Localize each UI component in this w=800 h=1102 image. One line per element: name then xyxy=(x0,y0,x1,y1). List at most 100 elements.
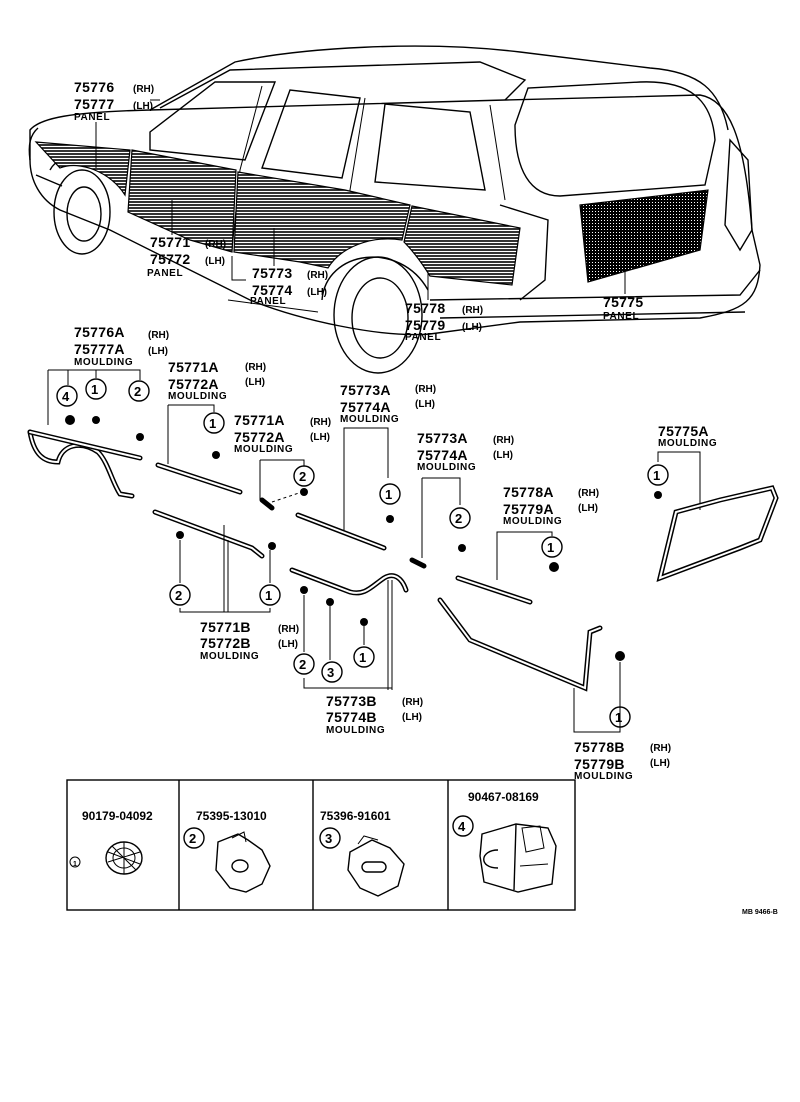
callout-1: 1 xyxy=(541,536,563,558)
svg-text:75396-91601: 75396-91601 xyxy=(320,809,391,823)
svg-text:75778A: 75778A xyxy=(503,484,554,500)
panel-label-75778: 75778 (RH) 75779 (LH) PANEL xyxy=(405,272,483,343)
svg-text:75778B: 75778B xyxy=(574,739,625,755)
svg-text:75775: 75775 xyxy=(603,294,643,310)
callout-3: 3 xyxy=(321,661,343,683)
clip-grommet-icon xyxy=(105,841,143,875)
svg-text:90179-04092: 90179-04092 xyxy=(82,809,153,823)
svg-text:(RH): (RH) xyxy=(415,384,436,395)
svg-text:MOULDING: MOULDING xyxy=(326,725,385,736)
moulding-75778b: 75778B (RH) 75779B (LH) MOULDING xyxy=(437,597,671,782)
svg-text:(RH): (RH) xyxy=(133,84,154,95)
svg-text:75776: 75776 xyxy=(74,79,114,95)
svg-text:75776A: 75776A xyxy=(74,324,125,340)
svg-text:MOULDING: MOULDING xyxy=(340,414,399,425)
svg-text:MOULDING: MOULDING xyxy=(168,391,227,402)
fastener-cell-1: 90179-04092 1 xyxy=(69,809,153,875)
svg-text:(RH): (RH) xyxy=(578,488,599,499)
callout-4: 4 xyxy=(56,385,78,407)
svg-text:(RH): (RH) xyxy=(307,270,328,281)
svg-text:MOULDING: MOULDING xyxy=(234,444,293,455)
fastener-cell-3: 75396-91601 3 xyxy=(319,809,405,897)
svg-text:75773B: 75773B xyxy=(326,693,377,709)
diagram-reference-code: MB 9466-B xyxy=(742,909,778,916)
svg-text:MOULDING: MOULDING xyxy=(503,516,562,527)
svg-text:(LH): (LH) xyxy=(650,758,670,769)
callout-2: 2 xyxy=(449,507,471,529)
callout-1: 1 xyxy=(259,584,281,606)
svg-text:1: 1 xyxy=(547,540,554,555)
svg-text:(LH): (LH) xyxy=(402,712,422,723)
callout-2: 2 xyxy=(169,584,191,606)
svg-text:(LH): (LH) xyxy=(415,399,435,410)
moulding-75773a-upper: 75773A (RH) 75774A (LH) MOULDING xyxy=(295,382,436,551)
svg-text:75771A: 75771A xyxy=(234,412,285,428)
callout-1: 1 xyxy=(353,646,375,668)
moulding-75778a: 75778A (RH) 75779A (LH) MOULDING xyxy=(455,484,599,605)
callout-2: 2 xyxy=(293,465,315,487)
svg-text:MOULDING: MOULDING xyxy=(200,651,259,662)
svg-text:75771A: 75771A xyxy=(168,359,219,375)
svg-text:75779A: 75779A xyxy=(503,501,554,517)
callout-1: 1 xyxy=(609,706,631,728)
svg-text:(LH): (LH) xyxy=(493,450,513,461)
callout-2: 2 xyxy=(293,653,315,675)
svg-text:(LH): (LH) xyxy=(307,287,327,298)
callout-1: 1 xyxy=(203,412,225,434)
svg-text:(LH): (LH) xyxy=(133,101,153,112)
svg-text:(RH): (RH) xyxy=(278,624,299,635)
svg-text:2: 2 xyxy=(455,511,462,526)
moulding-75776a: 75776A (RH) 75777A (LH) MOULDING xyxy=(27,324,169,499)
svg-text:(RH): (RH) xyxy=(148,330,169,341)
svg-text:75778: 75778 xyxy=(405,300,445,316)
svg-text:(RH): (RH) xyxy=(402,697,423,708)
callout-1: 1 xyxy=(647,464,669,486)
svg-text:(LH): (LH) xyxy=(278,639,298,650)
svg-text:75772A: 75772A xyxy=(168,376,219,392)
moulding-75771b: 75771B (RH) 75772B (LH) MOULDING xyxy=(152,509,299,662)
callout-2: 2 xyxy=(128,380,150,402)
svg-text:2: 2 xyxy=(189,831,196,846)
svg-text:75773: 75773 xyxy=(252,265,292,281)
station-wagon-illustration xyxy=(28,45,761,374)
svg-text:(RH): (RH) xyxy=(493,435,514,446)
svg-text:(LH): (LH) xyxy=(462,322,482,333)
svg-text:75777A: 75777A xyxy=(74,341,125,357)
fastener-table: 90179-04092 1 75395-13010 2 75396-91601 … xyxy=(66,779,576,911)
svg-text:1: 1 xyxy=(209,416,216,431)
callout-1: 1 xyxy=(379,483,401,505)
fastener-cell-4: 90467-08169 4 xyxy=(452,790,557,893)
panel-label-75776: 75776 (RH) 75777 (LH) PANEL xyxy=(74,79,160,168)
svg-text:75773A: 75773A xyxy=(417,430,468,446)
svg-text:(RH): (RH) xyxy=(245,362,266,373)
svg-text:PANEL: PANEL xyxy=(147,268,183,279)
svg-text:4: 4 xyxy=(62,389,70,404)
moulding-75771a-upper: 75771A (RH) 75772A (LH) MOULDING xyxy=(155,359,266,495)
svg-text:1: 1 xyxy=(359,650,366,665)
panel-label-75771: 75771 (RH) 75772 (LH) PANEL xyxy=(147,200,226,279)
svg-text:(RH): (RH) xyxy=(310,417,331,428)
callout-circles: 4 1 2 1 2 1 2 1 1 2 1 2 3 1 1 xyxy=(56,378,669,728)
fastener-cell-2: 75395-13010 2 xyxy=(183,809,271,893)
svg-text:MOULDING: MOULDING xyxy=(658,438,717,449)
svg-text:75779: 75779 xyxy=(405,317,445,333)
svg-text:75395-13010: 75395-13010 xyxy=(196,809,267,823)
svg-text:75771B: 75771B xyxy=(200,619,251,635)
svg-text:4: 4 xyxy=(458,819,466,834)
svg-text:75774: 75774 xyxy=(252,282,292,298)
callout-1: 1 xyxy=(85,378,107,400)
retainer-clip-icon xyxy=(347,835,405,897)
svg-text:MOULDING: MOULDING xyxy=(74,357,133,368)
nut-clip-icon xyxy=(215,831,271,893)
svg-text:75774A: 75774A xyxy=(417,447,468,463)
svg-text:(LH): (LH) xyxy=(205,256,225,267)
svg-text:75772A: 75772A xyxy=(234,429,285,445)
panel-label-75773: 75773 (RH) 75774 (LH) PANEL xyxy=(227,228,328,313)
svg-text:PANEL: PANEL xyxy=(603,311,639,322)
svg-text:(RH): (RH) xyxy=(650,743,671,754)
svg-text:PANEL: PANEL xyxy=(250,296,286,307)
svg-text:1: 1 xyxy=(653,468,660,483)
svg-text:(LH): (LH) xyxy=(310,432,330,443)
